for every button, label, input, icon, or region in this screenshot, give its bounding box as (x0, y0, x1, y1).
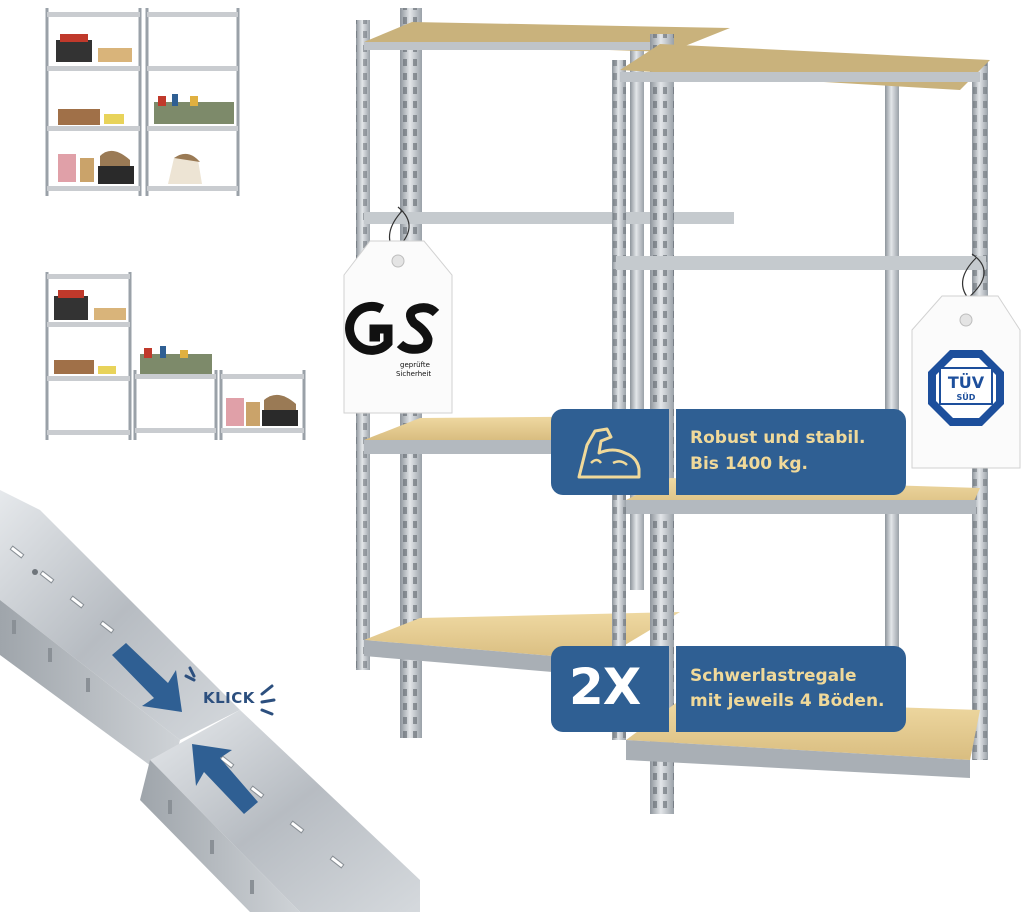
tuv-line-2: SÜD (957, 392, 976, 402)
feature-badge-strength (551, 409, 669, 495)
flexed-arm-icon (577, 427, 641, 479)
press-arrow-icon (112, 643, 182, 712)
gs-logo-icon (345, 301, 440, 355)
configuration-thumbnail-two-towers (45, 8, 240, 196)
gs-sub-line-1: geprüfte (400, 361, 430, 369)
press-arrow-icon-2 (192, 744, 258, 814)
quantity-count: 2X (569, 658, 641, 716)
assembly-detail-illustration (0, 490, 420, 912)
feature-badge-quantity (551, 646, 669, 732)
gs-sub-line-2: Sicherheit (396, 370, 431, 378)
gs-certification-tag: geprüfte Sicherheit (343, 206, 453, 414)
tuv-certification-tag: TÜV SÜD (911, 253, 1021, 469)
quantity-line-1: Schwerlastregale (690, 666, 857, 686)
click-label: KLICK (203, 689, 255, 707)
quantity-line-2: mit jeweils 4 Böden. (690, 691, 885, 711)
configuration-thumbnail-split (45, 272, 306, 440)
tuv-line-1: TÜV (948, 373, 985, 392)
strength-line-1: Robust und stabil. (690, 428, 866, 448)
tuv-octagon-icon (928, 350, 1004, 426)
feature-text-quantity (676, 646, 906, 732)
feature-text-strength (676, 409, 906, 495)
strength-line-2: Bis 1400 kg. (690, 454, 808, 474)
